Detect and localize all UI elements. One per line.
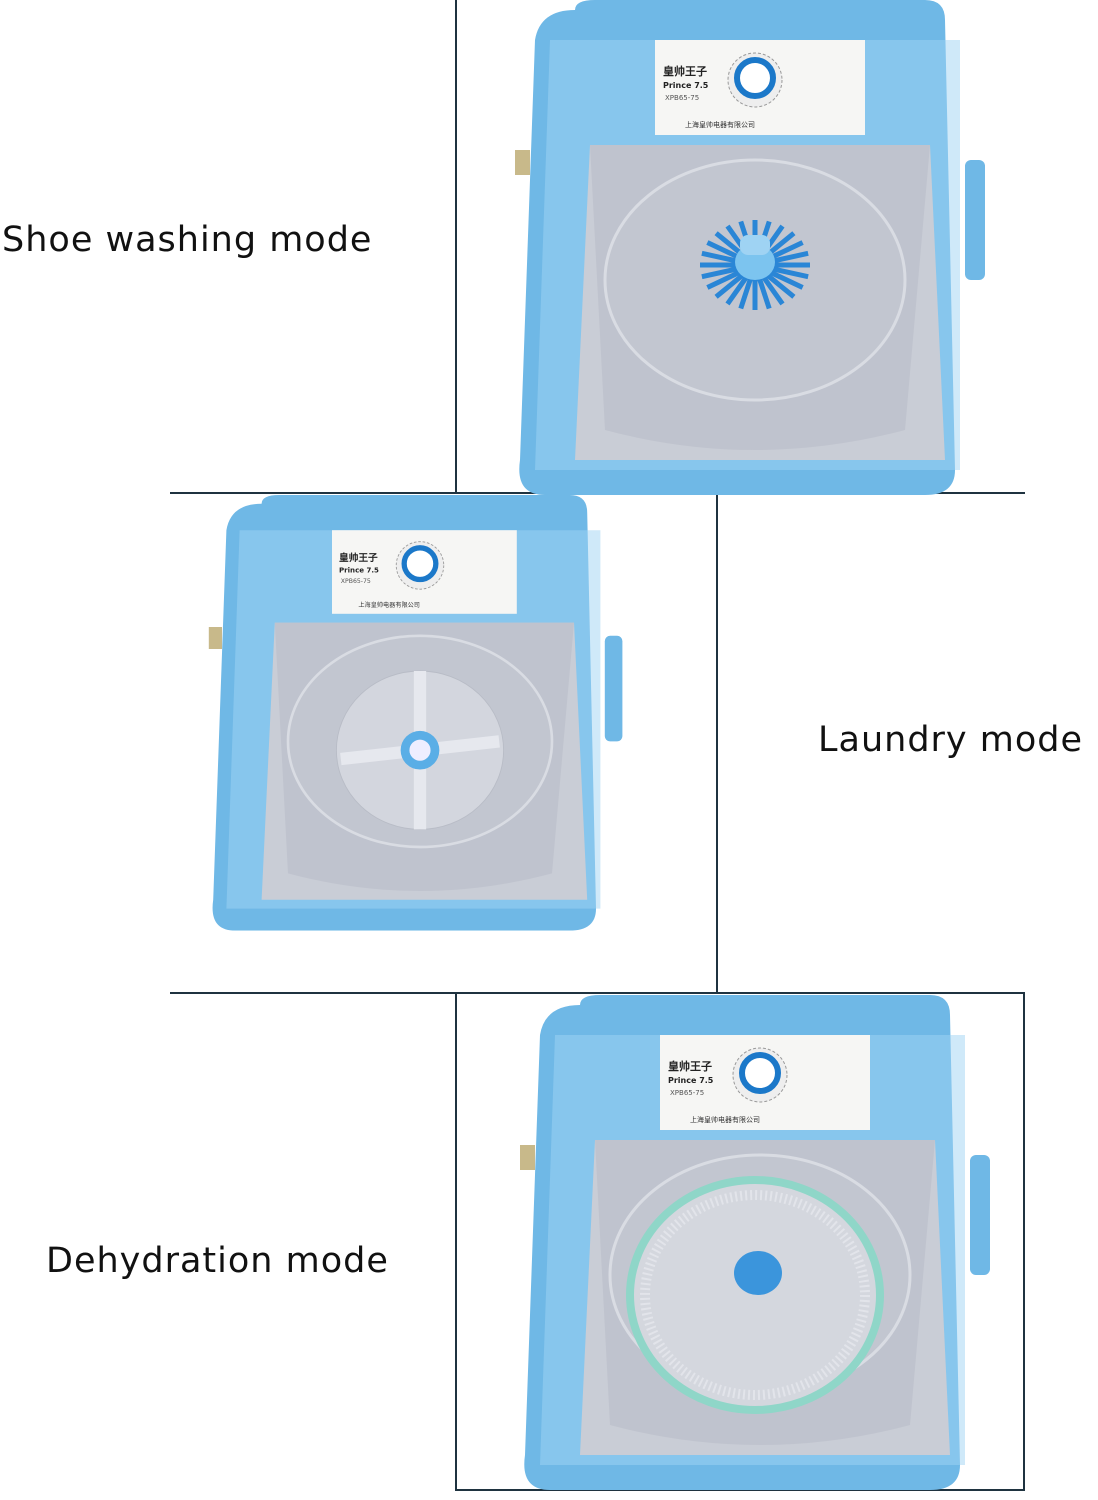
svg-text:XPB65-75: XPB65-75 (670, 1089, 704, 1097)
svg-text:皇帅王子: 皇帅王子 (339, 551, 378, 564)
svg-text:Prince 7.5: Prince 7.5 (663, 81, 709, 90)
pulsator-insert (335, 670, 505, 830)
hose-connector (520, 1145, 535, 1170)
timer-dial (401, 545, 439, 583)
frame-line (1023, 993, 1025, 1490)
side-handle (970, 1155, 990, 1275)
mode-label-shoe-washing: Shoe washing mode (2, 220, 373, 260)
hose-connector (208, 627, 222, 649)
svg-text:上海皇帅电器有限公司: 上海皇帅电器有限公司 (358, 601, 420, 609)
frame-line (455, 0, 457, 493)
svg-text:Prince 7.5: Prince 7.5 (668, 1076, 714, 1085)
svg-text:皇帅王子: 皇帅王子 (663, 64, 707, 78)
brush-insert (700, 220, 810, 310)
frame-line (716, 493, 718, 993)
washer-dehydration-mode-photo: 皇帅王子 Prince 7.5 XPB65-75 上海皇帅电器有限公司 (510, 995, 1010, 1494)
svg-text:XPB65-75: XPB65-75 (341, 578, 371, 585)
frame-line (455, 993, 457, 1490)
svg-text:上海皇帅电器有限公司: 上海皇帅电器有限公司 (690, 1115, 760, 1124)
spin-basket-insert (626, 1176, 884, 1414)
washer-laundry-mode-photo: 皇帅王子 Prince 7.5 XPB65-75 上海皇帅电器有限公司 (200, 495, 640, 934)
svg-text:上海皇帅电器有限公司: 上海皇帅电器有限公司 (685, 120, 755, 129)
svg-text:皇帅王子: 皇帅王子 (668, 1059, 712, 1073)
svg-text:Prince 7.5: Prince 7.5 (339, 565, 379, 574)
svg-text:XPB65-75: XPB65-75 (665, 94, 699, 102)
frame-line (455, 1489, 1025, 1491)
mode-label-laundry: Laundry mode (818, 720, 1084, 760)
timer-dial (739, 1052, 781, 1094)
side-handle (965, 160, 985, 280)
washer-shoe-mode-photo: 皇帅王子 Prince 7.5 XPB65-75 上海皇帅电器有限公司 (505, 0, 1005, 499)
frame-line (170, 992, 1025, 994)
mode-label-dehydration: Dehydration mode (46, 1241, 389, 1281)
side-handle (604, 635, 623, 742)
hose-connector (515, 150, 530, 175)
timer-dial (734, 57, 776, 99)
